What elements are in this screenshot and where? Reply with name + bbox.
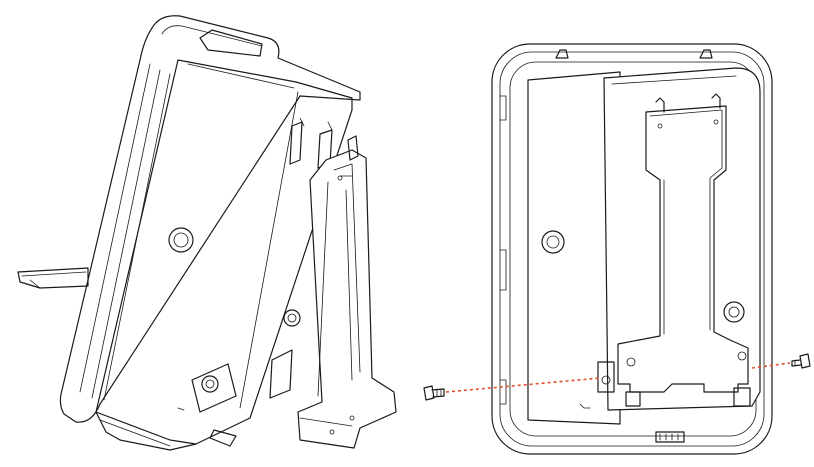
mounting-plate [598, 68, 760, 410]
screw-icon-right [792, 354, 810, 368]
screw-icon-left [424, 386, 444, 400]
angled-view [18, 16, 396, 450]
mounting-bracket [298, 136, 396, 448]
rear-view [424, 44, 810, 454]
kickstand [18, 268, 88, 288]
